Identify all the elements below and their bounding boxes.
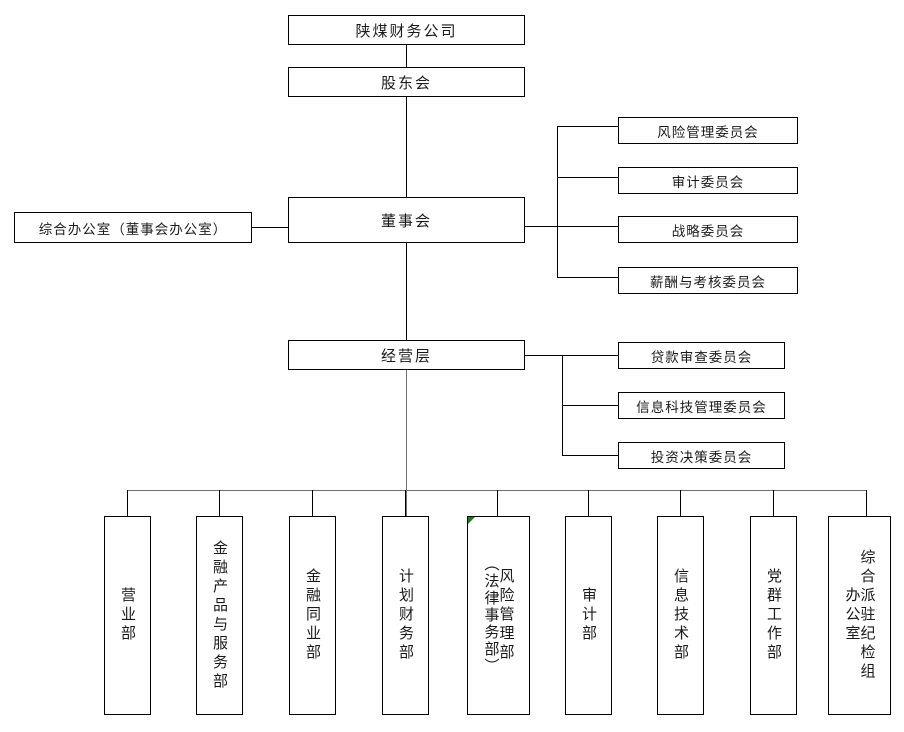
connector-drop-dept-8 xyxy=(773,490,774,516)
connector-drop-dept-6 xyxy=(588,490,589,516)
node-strategy-committee-label: 战略委员会 xyxy=(671,223,745,240)
node-compensation-committee-label: 薪酬与考核委员会 xyxy=(650,274,766,291)
node-management-label: 经营层 xyxy=(380,346,432,365)
node-company[interactable]: 陕煤财务公司 xyxy=(288,15,525,45)
green-corner-artifact xyxy=(468,517,475,524)
connector-drop-dept-5 xyxy=(497,490,498,516)
node-department-financial-products-label: 金融产品与服务部 xyxy=(211,539,229,692)
node-department-risk-management-label: 风险管理部 xyxy=(497,568,516,663)
node-compensation-committee[interactable]: 薪酬与考核委员会 xyxy=(618,267,798,294)
connector-board-to-committee-bus xyxy=(525,226,558,227)
node-department-financial-products[interactable]: 金融产品与服务部 xyxy=(196,516,243,715)
node-risk-management-committee-label: 风险管理委员会 xyxy=(657,124,759,141)
connector-stub-risk-committee xyxy=(557,126,619,127)
connector-stub-compensation-committee xyxy=(557,277,619,278)
node-board-office-label: 综合办公室（董事会办公室） xyxy=(38,221,228,238)
node-investment-decision-committee-label: 投资决策委员会 xyxy=(650,449,753,466)
node-department-interbank[interactable]: 金融同业部 xyxy=(289,516,336,715)
connector-drop-dept-3 xyxy=(312,490,313,516)
connector-board-office-to-board xyxy=(252,227,288,228)
connector-stub-strategy-committee xyxy=(557,226,619,227)
node-loan-review-committee[interactable]: 贷款审查委员会 xyxy=(618,342,785,369)
node-board[interactable]: 董事会 xyxy=(288,197,525,243)
node-shareholders[interactable]: 股东会 xyxy=(288,67,525,97)
node-management[interactable]: 经营层 xyxy=(288,340,525,370)
node-department-sales-label: 营业部 xyxy=(119,587,137,644)
node-department-party-affairs-label: 党群工作部 xyxy=(765,568,783,663)
connector-company-to-shareholders xyxy=(406,45,407,67)
connector-shareholders-to-board xyxy=(406,97,407,197)
connector-stub-audit-committee xyxy=(557,177,619,178)
connector-drop-dept-1 xyxy=(127,490,128,516)
node-department-information-technology[interactable]: 信息技术部 xyxy=(657,516,704,715)
node-risk-management-committee[interactable]: 风险管理委员会 xyxy=(618,117,798,144)
node-department-information-technology-label: 信息技术部 xyxy=(672,568,690,663)
node-department-general-office-label: 办公室 xyxy=(843,587,862,644)
node-department-sales[interactable]: 营业部 xyxy=(104,516,151,715)
connector-management-to-department-bus xyxy=(406,370,407,518)
node-department-audit[interactable]: 审计部 xyxy=(565,516,612,715)
connector-stub-it-committee xyxy=(562,405,619,406)
node-audit-committee-label: 审计委员会 xyxy=(671,174,745,191)
node-loan-review-committee-label: 贷款审查委员会 xyxy=(650,349,753,366)
connector-board-to-management xyxy=(406,243,407,340)
committee-bus-board xyxy=(557,126,558,278)
connector-management-to-loan-committee xyxy=(525,355,618,356)
node-shareholders-label: 股东会 xyxy=(380,73,432,92)
node-strategy-committee[interactable]: 战略委员会 xyxy=(618,216,798,243)
connector-stub-investment-committee xyxy=(562,455,619,456)
node-department-planning-finance-label: 计划财务部 xyxy=(397,568,415,663)
node-audit-committee[interactable]: 审计委员会 xyxy=(618,167,798,194)
node-department-discipline-group-label: 综合派驻纪检组 xyxy=(858,549,877,682)
node-board-label: 董事会 xyxy=(380,211,432,230)
node-department-planning-finance[interactable]: 计划财务部 xyxy=(382,516,429,715)
node-board-office[interactable]: 综合办公室（董事会办公室） xyxy=(14,212,252,243)
node-investment-decision-committee[interactable]: 投资决策委员会 xyxy=(618,442,785,469)
connector-drop-dept-2 xyxy=(219,490,220,516)
node-department-general-office[interactable]: 综合派驻纪检组 办公室 xyxy=(828,516,891,715)
node-department-audit-label: 审计部 xyxy=(580,587,598,644)
node-it-management-committee[interactable]: 信息科技管理委员会 xyxy=(618,392,785,419)
node-department-legal-affairs-label: （法律事务部） xyxy=(482,556,501,675)
connector-drop-dept-4 xyxy=(405,490,406,516)
node-company-label: 陕煤财务公司 xyxy=(355,21,458,40)
connector-drop-dept-7 xyxy=(680,490,681,516)
node-department-interbank-label: 金融同业部 xyxy=(304,568,322,663)
node-it-management-committee-label: 信息科技管理委员会 xyxy=(636,399,767,416)
node-department-risk-management[interactable]: 风险管理部 （法律事务部） xyxy=(467,516,530,715)
node-department-party-affairs[interactable]: 党群工作部 xyxy=(750,516,797,715)
connector-drop-dept-9 xyxy=(866,490,867,516)
